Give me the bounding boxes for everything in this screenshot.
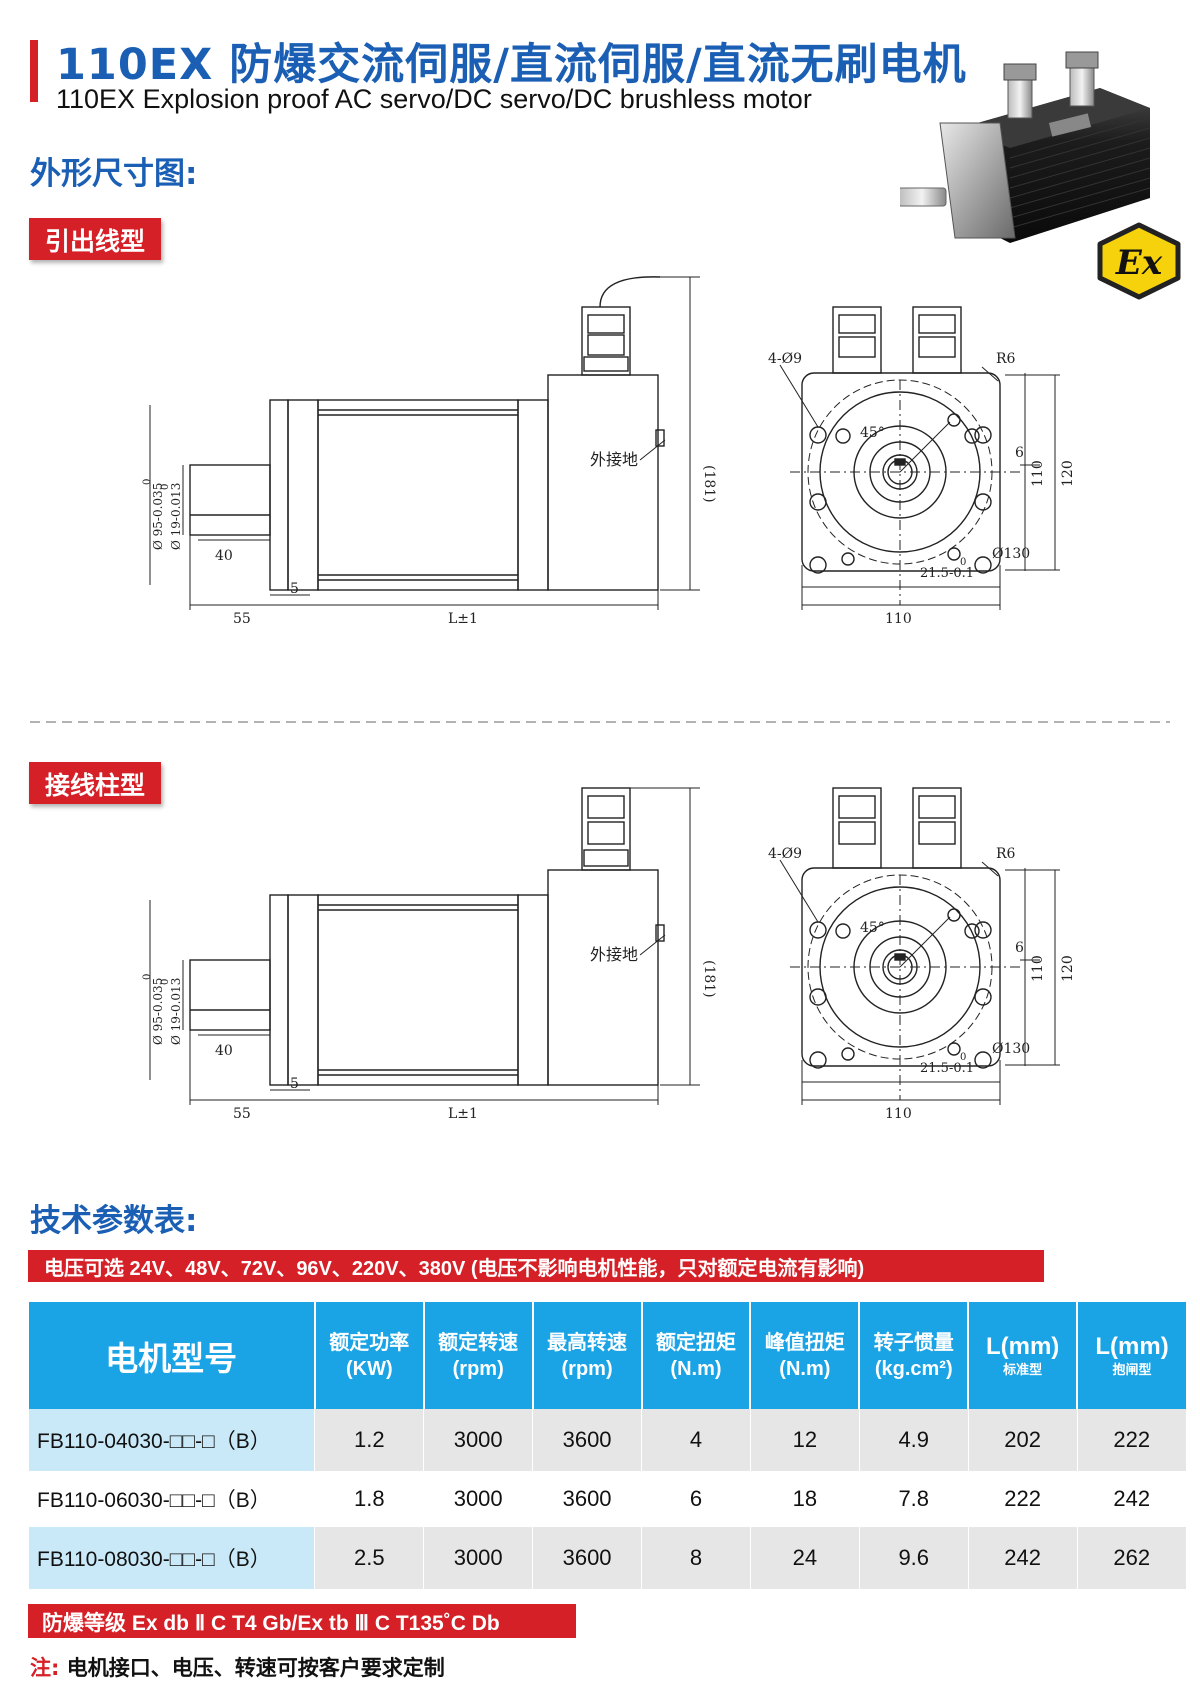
label-ground: 外接地 [590,945,638,964]
cell-rated-speed: 3000 [423,1527,533,1589]
dim-angle: 45° [860,920,885,936]
col-max-speed: 最高转速(rpm) [531,1302,642,1409]
dim-key-width: 6 [1015,940,1024,956]
specs-heading: 技术参数表: [30,1203,198,1239]
cell-max-speed: 3600 [532,1409,642,1471]
specs-header-row: 电机型号 额定功率(KW) 额定转速(rpm) 最高转速(rpm) 额定扭矩(N… [28,1302,1186,1409]
dim-key-height-tol: 0 [960,557,966,568]
voltage-options: 电压可选 24V、48V、72V、96V、220V、380V (电压不影响电机性… [28,1250,1044,1282]
dim-mounting-holes: 4-Ø9 [768,846,802,862]
dim-outer-diameter: Ø 95-0.035 [151,978,165,1045]
cell-rated-speed: 3000 [423,1409,533,1471]
ex-logo-text: Ex [1115,243,1163,283]
dim-body-length: L±1 [448,1106,478,1122]
cell-peak-torque: 18 [749,1471,860,1527]
dim-key-width: 6 [1015,445,1024,461]
dim-key-length: 40 [215,1043,233,1059]
cell-rated-power: 2.5 [314,1527,424,1589]
dim-height: (181) [701,465,717,503]
customization-note: 注: 电机接口、电压、转速可按客户要求定制 [30,1652,445,1682]
dim-outer-diameter-tol: 0 [142,974,153,980]
section-divider [30,721,1170,723]
dim-flange-square: 120 [1060,460,1076,487]
note-text: 电机接口、电压、转速可按客户要求定制 [66,1656,445,1680]
dim-pilot: 110 [1030,955,1046,982]
col-length-standard: L(mm)标准型 [967,1302,1078,1409]
table-row: FB110-06030-□□-□（B） 1.8 3000 3600 6 18 7… [27,1471,1186,1527]
dim-key-height-tol: 0 [960,1052,966,1063]
note-label: 注: [30,1656,60,1680]
cell-rated-torque: 4 [641,1409,751,1471]
dim-shaft-diameter: Ø 19-0.013 [169,483,183,550]
dim-key-height: 21.5-0.1 [920,1061,974,1076]
cell-max-speed: 3600 [532,1471,642,1527]
dim-pilot: 110 [1030,460,1046,487]
dim-shaft-diameter-tol: 0 [160,484,171,490]
cell-length-brake: 242 [1076,1471,1186,1527]
cell-model: FB110-06030-□□-□（B） [27,1471,315,1527]
cell-rated-power: 1.2 [314,1409,424,1471]
cell-length-standard: 202 [967,1409,1078,1471]
outline-drawing-terminal-post: 40 55 L±1 5 外接地 Ø 95-0.035 0 Ø 19-0.013 … [142,787,1076,1122]
cell-length-standard: 222 [967,1471,1078,1527]
dim-corner-radius: R6 [996,846,1016,862]
dim-angle: 45° [860,425,885,441]
cell-rated-speed: 3000 [423,1471,533,1527]
dim-outer-diameter: Ø 95-0.035 [151,483,165,550]
dim-shaft-length: 55 [233,1106,251,1122]
col-rated-power: 额定功率(KW) [313,1302,424,1409]
dim-outer-diameter-tol: 0 [142,479,153,485]
cell-length-brake: 262 [1076,1527,1186,1589]
dim-mounting-holes: 4-Ø9 [768,351,802,367]
col-rotor-inertia: 转子惯量(kg.cm²) [858,1302,969,1409]
cell-rated-torque: 8 [641,1527,751,1589]
dim-pcd: Ø130 [992,546,1030,562]
explosion-proof-rating: 防爆等级 Ex db Ⅱ C T4 Gb/Ex tb Ⅲ C T135˚C Db [28,1604,576,1638]
label-ground: 外接地 [590,450,638,469]
outline-heading: 外形尺寸图: [30,156,198,192]
dim-body-length: L±1 [448,611,478,627]
table-row: FB110-04030-□□-□（B） 1.2 3000 3600 4 12 4… [27,1409,1186,1471]
col-rated-torque: 额定扭矩(N.m) [640,1302,751,1409]
tag-lead-wire-type: 引出线型 [29,218,162,260]
cell-rotor-inertia: 4.9 [858,1409,969,1471]
cell-max-speed: 3600 [532,1527,642,1589]
dim-width: 110 [885,1106,912,1122]
tag-terminal-post-type: 接线柱型 [29,762,162,804]
cell-length-standard: 242 [967,1527,1078,1589]
page-title: 110EX 防爆交流伺服/直流伺服/直流无刷电机 [56,40,967,90]
cell-length-brake: 222 [1076,1409,1186,1471]
dim-shaft-diameter: Ø 19-0.013 [169,978,183,1045]
col-model: 电机型号 [28,1302,315,1409]
dim-key-length: 40 [215,548,233,564]
cell-rotor-inertia: 9.6 [858,1527,969,1589]
dim-width: 110 [885,611,912,627]
cell-rotor-inertia: 7.8 [858,1471,969,1527]
dim-height: (181) [701,960,717,998]
cell-peak-torque: 24 [749,1527,860,1589]
dim-key-height: 21.5-0.1 [920,566,974,581]
dim-pcd: Ø130 [992,1041,1030,1057]
col-length-brake: L(mm)抱闸型 [1076,1302,1186,1409]
dim-flange-thickness: 5 [290,581,299,597]
outline-drawing-lead-wire: 40 55 L±1 5 外接地 Ø 95-0.035 0 Ø 19-0.013 … [142,276,1076,627]
dim-corner-radius: R6 [996,351,1016,367]
cell-peak-torque: 12 [749,1409,860,1471]
page-subtitle: 110EX Explosion proof AC servo/DC servo/… [56,84,812,114]
cell-rated-torque: 6 [641,1471,751,1527]
ex-explosion-proof-logo: Ex [1097,222,1181,300]
title-accent-bar [30,40,38,102]
dim-shaft-diameter-tol: 0 [160,979,171,985]
dim-flange-thickness: 5 [290,1076,299,1092]
dim-flange-square: 120 [1060,955,1076,982]
cell-model: FB110-08030-□□-□（B） [27,1527,315,1589]
cell-model: FB110-04030-□□-□（B） [27,1409,315,1471]
cell-rated-power: 1.8 [314,1471,424,1527]
col-peak-torque: 峰值扭矩(N.m) [749,1302,860,1409]
motor-photo [900,51,1151,243]
dim-shaft-length: 55 [233,611,251,627]
col-rated-speed: 额定转速(rpm) [422,1302,533,1409]
table-row: FB110-08030-□□-□（B） 2.5 3000 3600 8 24 9… [27,1527,1186,1589]
specs-table: 电机型号 额定功率(KW) 额定转速(rpm) 最高转速(rpm) 额定扭矩(N… [27,1302,1186,1589]
